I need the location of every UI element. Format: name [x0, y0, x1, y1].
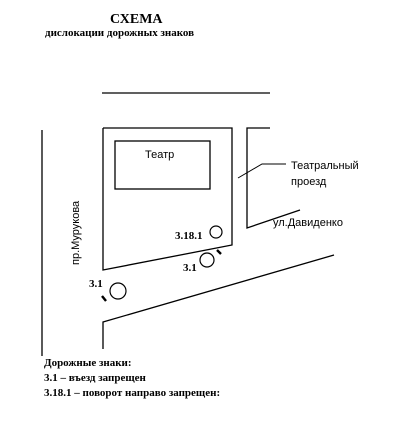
sign-label-3-1-left: 3.1	[89, 278, 103, 290]
sign-3-1-left-circle	[109, 282, 127, 300]
page-title: СХЕМА	[110, 12, 163, 27]
street-line-bottom	[102, 254, 335, 349]
page-subtitle: дислокации дорожных знаков	[45, 27, 195, 39]
right-block-outline	[246, 127, 301, 229]
block-outline	[102, 127, 233, 271]
building-label: Театр	[145, 149, 175, 161]
sign-label-3-18-1: 3.18.1	[175, 230, 203, 242]
sign-label-3-1-right: 3.1	[183, 262, 197, 274]
legend-item: 3.1 – въезд запрещен	[44, 372, 146, 384]
street-label-davidenko: ул.Давиденко	[273, 217, 343, 229]
legend-heading: Дорожные знаки:	[44, 357, 132, 369]
street-label-theatre-drive-2: проезд	[291, 176, 327, 188]
sign-3-1-right-circle	[199, 252, 215, 268]
sign-3-1-right-post	[216, 249, 222, 255]
legend-item: 3.18.1 – поворот направо запрещен:	[44, 387, 221, 399]
street-label-murukova: пр.Мурукова	[70, 200, 82, 265]
sign-3-1-left-post	[101, 295, 107, 302]
theatre-building	[114, 140, 211, 190]
leader-line-theatre-drive	[237, 163, 286, 179]
sign-3-18-1-circle	[209, 225, 223, 239]
street-label-theatre-drive-1: Театральный	[291, 160, 359, 172]
